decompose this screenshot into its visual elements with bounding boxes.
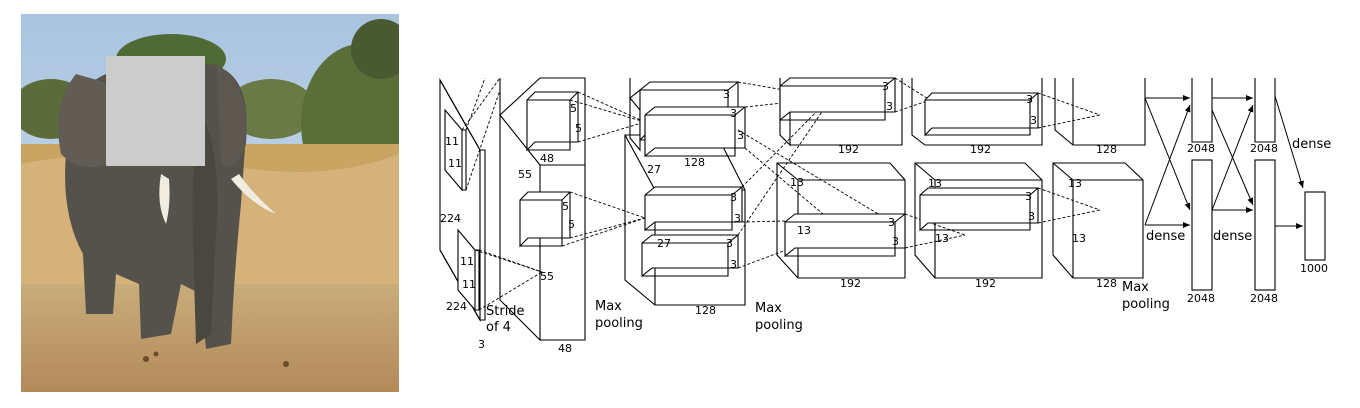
conv3-size-top: 13 <box>790 176 804 189</box>
input-volume <box>439 77 486 323</box>
stride-label-1: Stride <box>486 304 525 319</box>
conv2-depth-bottom: 128 <box>695 304 716 317</box>
conv4-size-bottom: 13 <box>935 232 949 245</box>
conv4-k-a: 3 <box>1026 93 1033 106</box>
conv5-volume <box>1052 78 1146 279</box>
conv3-volume <box>776 77 906 279</box>
conv5-size-bottom: 13 <box>1072 232 1086 245</box>
conv1-depth-bottom: 48 <box>558 342 572 355</box>
conv1-kernel-w: 5 <box>575 122 582 135</box>
conv1-volume <box>499 77 586 342</box>
conv2-depth-top: 128 <box>684 156 705 169</box>
dense-label-2: dense <box>1213 229 1252 244</box>
conv2-k-e: 3 <box>734 212 741 225</box>
conv3-depth-top: 192 <box>838 143 859 156</box>
conv3-depth-bottom: 192 <box>840 277 861 290</box>
fc7-size-top: 2048 <box>1250 142 1278 155</box>
conv5-depth-top: 128 <box>1096 143 1117 156</box>
conv1-depth-top: 48 <box>540 152 554 165</box>
conv4-volume <box>911 78 1043 279</box>
conv1-pool-label-2: pooling <box>595 316 643 331</box>
conv2-pool-label-2: pooling <box>755 318 803 333</box>
conv2-k-d: 3 <box>730 191 737 204</box>
fc7-size-bottom: 2048 <box>1250 292 1278 305</box>
fc6-size-top: 2048 <box>1187 142 1215 155</box>
conv2-k-c: 3 <box>737 129 744 142</box>
conv2-size-top: 27 <box>647 163 661 176</box>
conv2-pool-label-1: Max <box>755 301 782 316</box>
conv1-size-top: 55 <box>518 168 532 181</box>
input-height: 224 <box>440 212 461 225</box>
conv5-pool-label-2: pooling <box>1122 297 1170 312</box>
conv5-pool-label-1: Max <box>1122 280 1149 295</box>
conv1-size-bottom: 55 <box>540 270 554 283</box>
conv4-size-top: 13 <box>928 177 942 190</box>
output-size: 1000 <box>1300 262 1328 275</box>
conv2-k-f: 3 <box>726 237 733 250</box>
dense-label-3: dense <box>1292 137 1331 152</box>
conv5-size-top: 13 <box>1068 177 1082 190</box>
conv3-size-bottom: 13 <box>797 224 811 237</box>
conv4-k-c: 3 <box>1025 190 1032 203</box>
conv4-k-d: 3 <box>1028 210 1035 223</box>
conv2-k-b: 3 <box>730 107 737 120</box>
conv4-k-b: 3 <box>1030 114 1037 127</box>
conv3-k-b: 3 <box>886 100 893 113</box>
conv1-kernel2-w: 5 <box>568 218 575 231</box>
input-kernel-w: 11 <box>448 157 462 170</box>
elephant-photo <box>21 14 399 392</box>
input-kernel2-w: 11 <box>462 278 476 291</box>
input-kernel-h: 11 <box>445 135 459 148</box>
conv2-k-a: 3 <box>723 88 730 101</box>
conv1-kernel-h: 5 <box>570 102 577 115</box>
conv4-depth-bottom: 192 <box>975 277 996 290</box>
output-layer <box>1304 191 1326 261</box>
conv1-pool-label-1: Max <box>595 299 622 314</box>
input-width: 224 <box>446 300 467 313</box>
conv2-volume <box>624 78 746 306</box>
stride-label-2: of 4 <box>486 320 511 335</box>
fc6-column <box>1191 78 1213 291</box>
conv3-k-c: 3 <box>888 216 895 229</box>
conv1-kernel2-h: 5 <box>562 200 569 213</box>
alexnet-diagram: 11 11 11 11 224 224 3 Stride of 4 5 5 5 … <box>439 77 1331 355</box>
conv4-depth-top: 192 <box>970 143 991 156</box>
fc6-size-bottom: 2048 <box>1187 292 1215 305</box>
dense-label-1: dense <box>1146 229 1185 244</box>
conv5-depth-bottom: 128 <box>1096 277 1117 290</box>
input-kernel2-h: 11 <box>460 255 474 268</box>
input-depth: 3 <box>478 338 485 351</box>
fc7-column <box>1254 78 1276 291</box>
conv3-k-a: 3 <box>882 80 889 93</box>
conv2-k-g: 3 <box>730 258 737 271</box>
conv2-size-bottom: 27 <box>657 237 671 250</box>
conv3-k-d: 3 <box>892 235 899 248</box>
